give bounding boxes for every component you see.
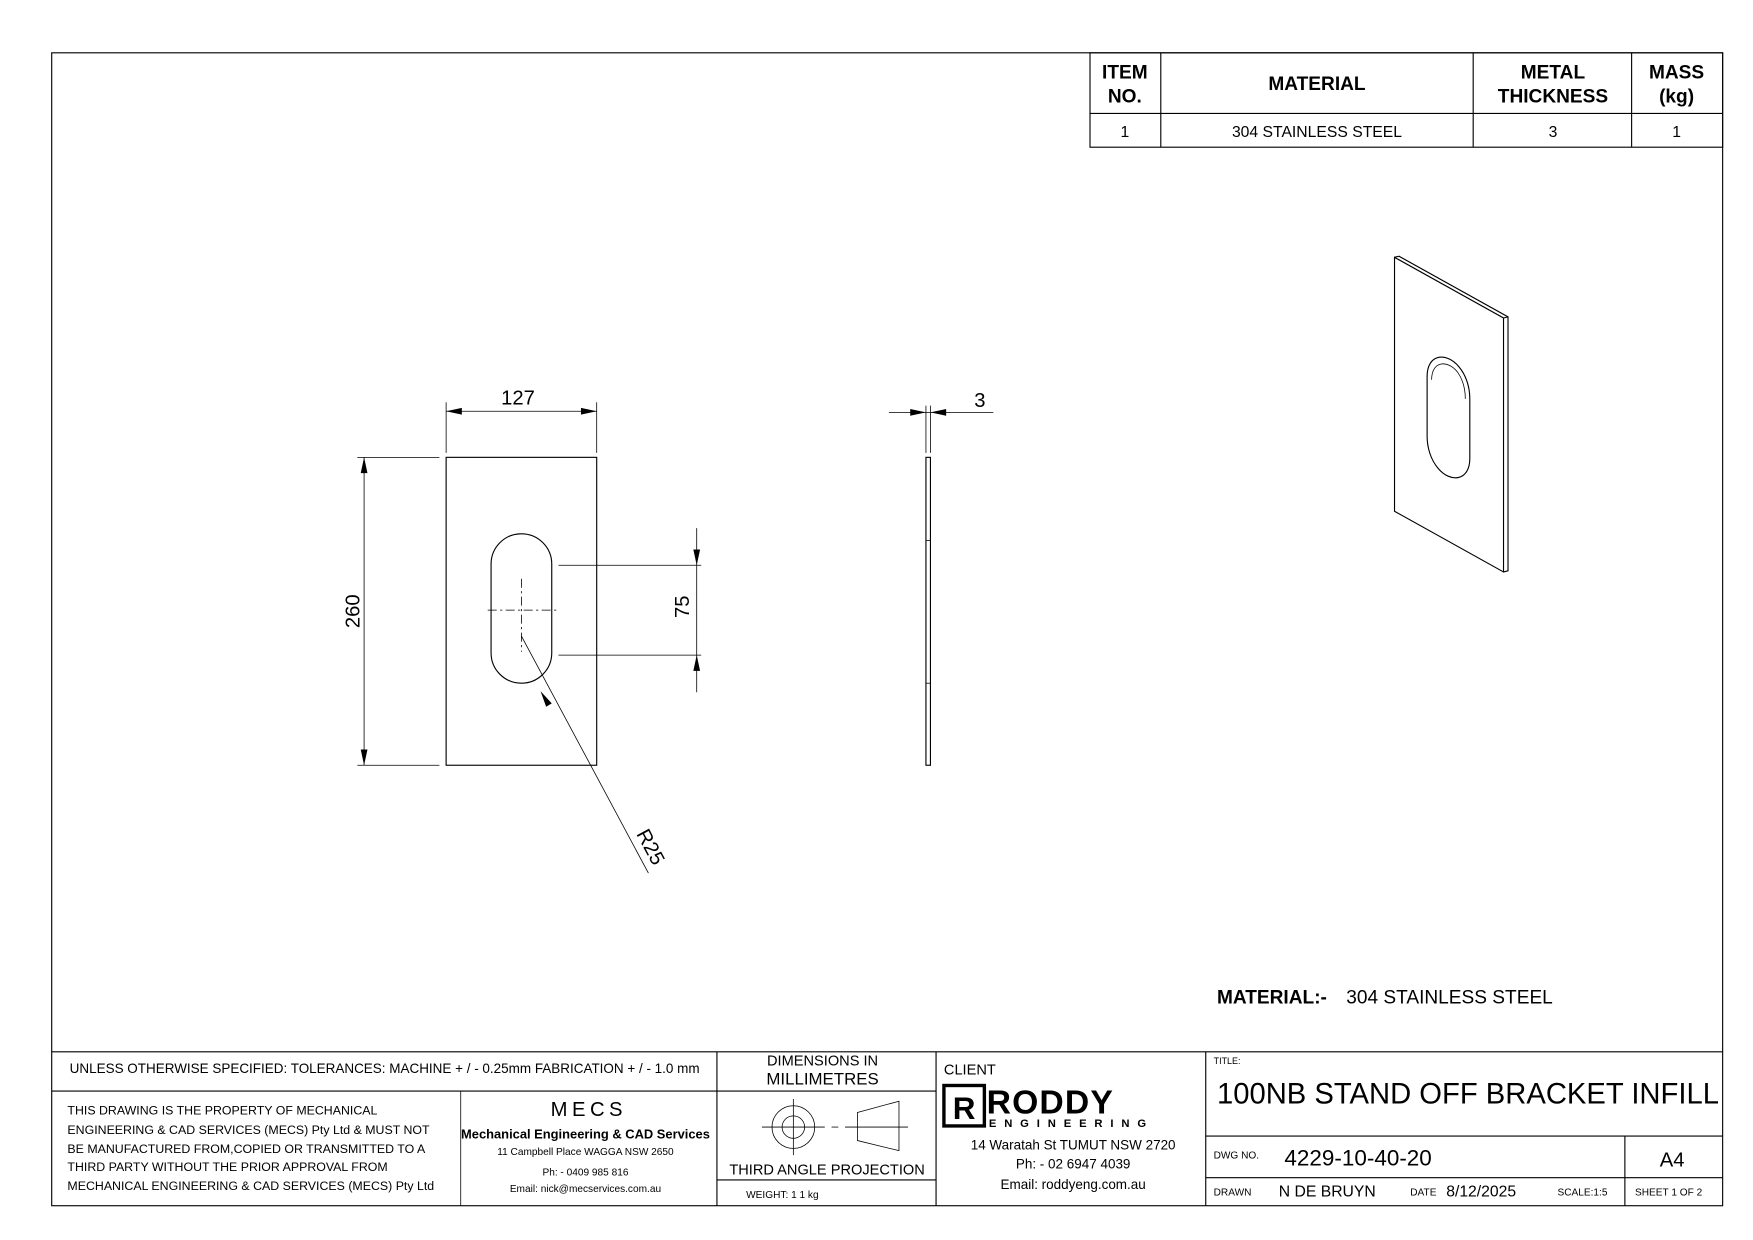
header-item: ITEM — [1102, 63, 1148, 84]
front-view: 127 260 75 R25 — [343, 388, 702, 874]
drawing-title: 100NB STAND OFF BRACKET INFILL — [1217, 1078, 1719, 1110]
dim-width: 127 — [501, 388, 535, 410]
date-label: DATE — [1410, 1188, 1436, 1199]
property-line: THIS DRAWING IS THE PROPERTY OF MECHANIC… — [67, 1104, 377, 1118]
cell-item: 1 — [1120, 124, 1129, 141]
client-address: 14 Waratah St TUMUT NSW 2720 — [971, 1138, 1176, 1153]
header-item-no: NO. — [1108, 86, 1142, 107]
title-label: TITLE: — [1214, 1056, 1241, 1066]
mecs-logo: MECS — [551, 1099, 627, 1121]
cell-mass: 1 — [1672, 124, 1681, 141]
dim-thickness: 3 — [974, 390, 985, 412]
drawn-label: DRAWN — [1214, 1188, 1252, 1199]
dwg-no: 4229-10-40-20 — [1284, 1145, 1431, 1170]
dim-slot-centers: 75 — [672, 596, 694, 619]
client-label: CLIENT — [944, 1062, 996, 1078]
scale: SCALE:1:5 — [1557, 1188, 1607, 1199]
dim-radius: R25 — [632, 826, 669, 869]
cell-material: 304 STAINLESS STEEL — [1232, 124, 1402, 141]
mecs-email: Email: nick@mecservices.com.au — [510, 1184, 661, 1195]
svg-text:RODDY: RODDY — [987, 1084, 1114, 1122]
weight-label: WEIGHT: 1 1 kg — [746, 1190, 818, 1201]
tolerances-note: UNLESS OTHERWISE SPECIFIED: TOLERANCES: … — [70, 1061, 700, 1076]
property-line: MECHANICAL ENGINEERING & CAD SERVICES (M… — [67, 1179, 434, 1193]
sheet-size: A4 — [1660, 1149, 1685, 1171]
side-view: 3 — [888, 390, 994, 766]
client-phone: Ph: - 02 6947 4039 — [1016, 1157, 1131, 1172]
mecs-name: Mechanical Engineering & CAD Services — [461, 1126, 710, 1141]
sheet-number: SHEET 1 OF 2 — [1635, 1188, 1703, 1199]
mecs-address: 11 Campbell Place WAGGA NSW 2650 — [497, 1147, 674, 1158]
header-mass: MASS — [1649, 63, 1704, 84]
material-note-value: 304 STAINLESS STEEL — [1346, 987, 1553, 1008]
slot-outline — [490, 533, 553, 684]
drawn-by: N DE BRUYN — [1279, 1184, 1376, 1201]
material-note-label: MATERIAL:- — [1217, 987, 1327, 1008]
title-block: UNLESS OTHERWISE SPECIFIED: TOLERANCES: … — [51, 1051, 1723, 1206]
client-email: Email: roddyeng.com.au — [1001, 1177, 1146, 1192]
header-thickness: THICKNESS — [1498, 86, 1608, 107]
cell-thickness: 3 — [1549, 124, 1558, 141]
date: 8/12/2025 — [1446, 1184, 1516, 1201]
dim-height: 260 — [343, 594, 365, 628]
plate-outline — [445, 456, 598, 766]
property-line: BE MANUFACTURED FROM,COPIED OR TRANSMITT… — [67, 1142, 426, 1156]
svg-text:ENGINEERING: ENGINEERING — [989, 1118, 1154, 1130]
property-line: ENGINEERING & CAD SERVICES (MECS) Pty Lt… — [67, 1123, 430, 1137]
roddy-logo: R RODDY ENGINEERING — [942, 1084, 1154, 1130]
parts-table: ITEM NO. MATERIAL METAL THICKNESS MASS (… — [1089, 52, 1724, 148]
dimensions-in-label: DIMENSIONS IN — [767, 1053, 878, 1069]
sheet-border — [51, 52, 1724, 1207]
projection-label: THIRD ANGLE PROJECTION — [729, 1162, 924, 1178]
header-material: MATERIAL — [1268, 74, 1366, 95]
isometric-view — [1393, 255, 1509, 573]
third-angle-projection-icon — [761, 1098, 908, 1156]
mecs-phone: Ph: - 0409 985 816 — [542, 1167, 628, 1178]
millimetres-label: MILLIMETRES — [766, 1069, 878, 1088]
header-mass-unit: (kg) — [1659, 86, 1694, 107]
dwg-no-label: DWG NO. — [1214, 1151, 1260, 1162]
svg-text:R: R — [953, 1091, 976, 1126]
header-metal: METAL — [1521, 63, 1586, 84]
property-line: THIRD PARTY WITHOUT THE PRIOR APPROVAL F… — [67, 1160, 387, 1174]
